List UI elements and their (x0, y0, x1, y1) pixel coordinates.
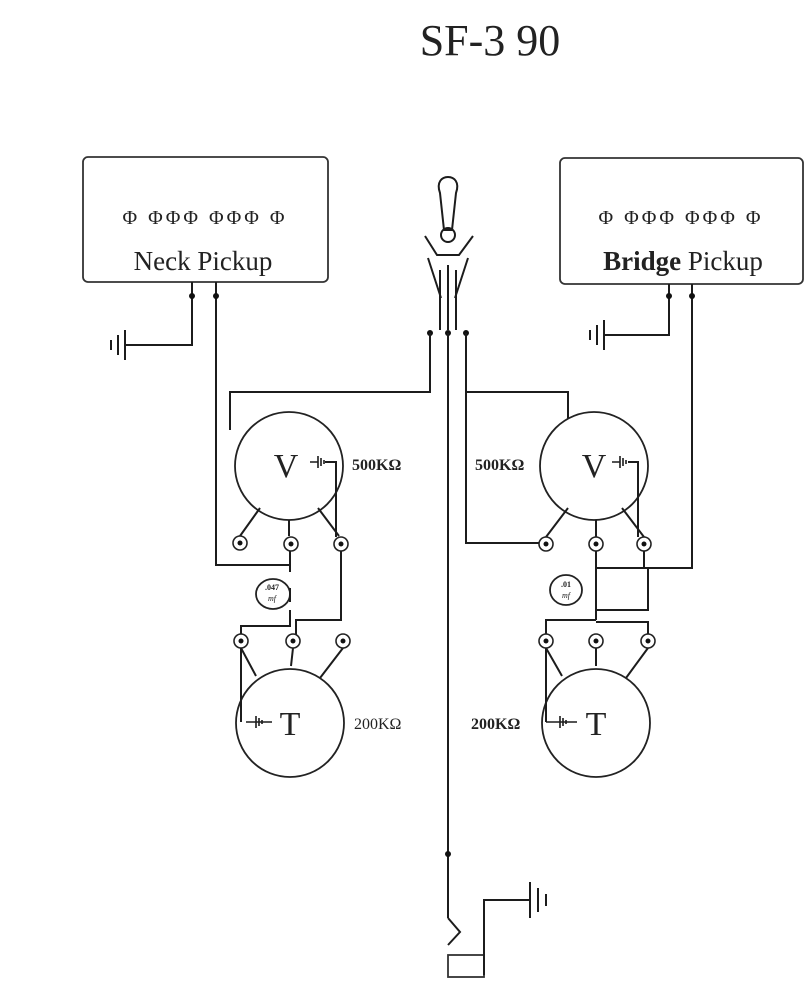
neck-volume-pot: V 500KΩ (232, 411, 401, 552)
neck-ground-icon (110, 282, 193, 360)
bridge-pickup-label-rest: Pickup (681, 246, 763, 276)
neck-volume-value: 500KΩ (352, 457, 401, 474)
bridge-tone-value: 200KΩ (471, 716, 520, 733)
switch-to-bridge-volume-wire (465, 333, 569, 426)
neck-tone-letter: T (280, 706, 301, 743)
bridge-pickup-pole-pieces: Φ ΦΦΦ ΦΦΦ Φ (599, 207, 764, 229)
toggle-switch-icon (424, 175, 474, 336)
switch-to-neck-volume-wire (229, 333, 431, 430)
diagram-title: SF-3 90 (420, 16, 561, 65)
bridge-pickup: Φ ΦΦΦ ΦΦΦ Φ Bridge Pickup (559, 157, 804, 285)
neck-pickup: Φ ΦΦΦ ΦΦΦ Φ Neck Pickup (82, 156, 329, 283)
bridge-ground-icon (589, 284, 670, 350)
neck-tone-value: 200KΩ (354, 716, 402, 733)
bridge-volume-letter: V (582, 448, 607, 485)
bridge-pickup-hot-wire (643, 284, 693, 569)
bridge-capacitor-unit: mf (562, 591, 572, 600)
bridge-pickup-label-bold: Bridge (603, 246, 681, 276)
bridge-volume-pot: V 500KΩ (475, 411, 652, 552)
bridge-pickup-label: Bridge Pickup (603, 246, 763, 276)
neck-capacitor-value: .047 (265, 583, 279, 592)
bridge-tone-letter: T (586, 706, 607, 743)
bridge-tone-pot: T 200KΩ (471, 633, 656, 778)
bridge-capacitor-value: .01 (561, 580, 571, 589)
neck-capacitor-unit: mf (268, 594, 278, 603)
bridge-volume-value: 500KΩ (475, 457, 524, 474)
output-jack-icon (447, 882, 547, 978)
neck-pickup-label: Neck Pickup (134, 246, 273, 276)
neck-capacitor: .047 mf (255, 551, 291, 622)
neck-tone-pot: T 200KΩ (233, 633, 402, 778)
neck-volume-letter: V (274, 448, 299, 485)
bridge-volume-ground-wire (628, 461, 639, 537)
bridge-capacitor: .01 mf (545, 551, 649, 634)
neck-volume-ground-wire (325, 461, 337, 537)
neck-pickup-pole-pieces: Φ ΦΦΦ ΦΦΦ Φ (123, 207, 288, 229)
